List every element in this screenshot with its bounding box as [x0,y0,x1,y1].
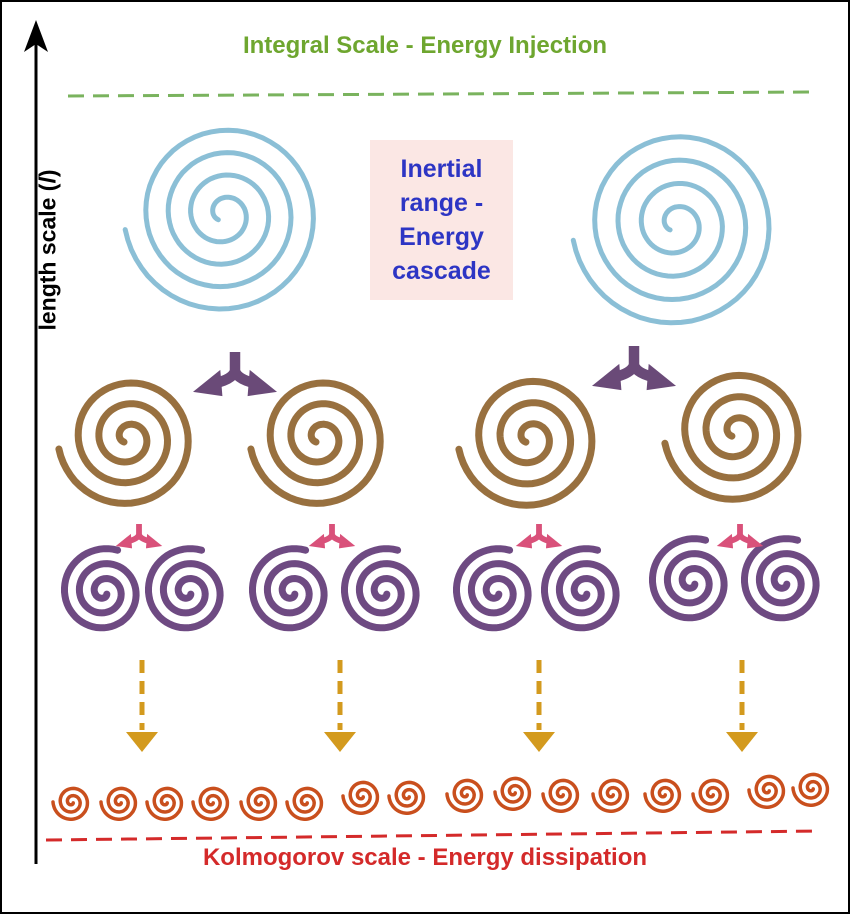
eddy-group [51,127,830,821]
integral-eddy-icon [570,134,772,326]
kolmogorov-eddy-icon [191,786,230,821]
small-eddy-icon [741,535,820,622]
axis-arrow-head-icon [24,20,48,52]
small-eddy-icon [649,535,728,622]
axis-label-variable: l [34,177,61,184]
kolmogorov-eddy-icon [285,786,324,821]
small-eddy-icon [341,545,420,632]
dissipation-arrow-icon [324,660,356,752]
arrow-group [115,346,764,752]
axis-label-text: length scale (l) [34,169,61,331]
kolmogorov-eddy-icon [51,786,90,821]
kolmogorov-eddy-icon [145,786,184,821]
kolmogorov-eddy-icon [541,778,580,813]
inertial-eddy-icon [55,379,192,507]
kolmogorov-eddy-icon [239,786,278,821]
kolmogorov-scale-line [45,829,821,842]
kolmogorov-eddy-icon [643,778,682,813]
split-arrow-icon [716,524,764,549]
small-eddy-icon [249,545,328,632]
kolmogorov-eddy-icon [493,776,532,811]
kolmogorov-eddy-icon [99,786,138,821]
integral-scale-label: Integral Scale - Energy Injection [242,32,608,59]
small-eddy-icon [61,545,140,632]
split-arrow-icon [115,524,163,549]
split-arrow-icon [193,352,277,397]
split-arrow-icon [515,524,563,549]
split-arrow-icon [592,346,676,391]
inertial-range-box: Inertial range - Energy cascade [370,140,513,300]
kolmogorov-eddy-icon [445,778,484,813]
inertial-eddy-icon [247,379,384,507]
inertial-range-label: Inertial range - Energy cascade [392,155,491,285]
kolmogorov-eddy-icon [591,778,630,813]
kolmogorov-scale-label: Kolmogorov scale - Energy dissipation [202,844,648,871]
inertial-eddy-icon [455,377,596,509]
integral-eddy-icon [122,127,316,312]
integral-scale-line [67,90,817,98]
kolmogorov-eddy-icon [691,778,730,813]
inertial-eddy-icon [661,371,802,503]
dissipation-arrow-icon [523,660,555,752]
length-scale-axis-label: length scale (l) [35,169,62,330]
small-eddy-icon [541,545,620,632]
split-arrow-icon [308,524,356,549]
kolmogorov-eddy-icon [387,780,426,815]
kolmogorov-eddy-icon [791,772,830,807]
dissipation-arrow-icon [726,660,758,752]
kolmogorov-eddy-icon [341,780,380,815]
kolmogorov-eddy-icon [747,774,786,809]
dissipation-arrow-icon [126,660,158,752]
small-eddy-icon [453,545,532,632]
small-eddy-icon [145,545,224,632]
